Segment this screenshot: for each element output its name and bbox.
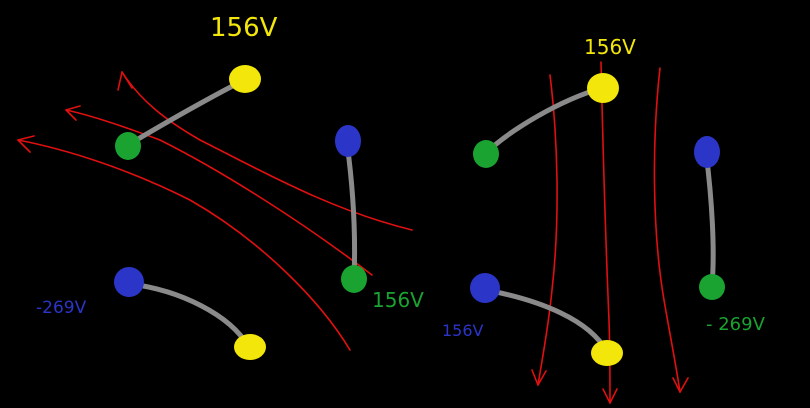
left-yellow-charge-top xyxy=(229,65,261,93)
label-left-green: 156V xyxy=(372,288,424,312)
right-blue-charge-right xyxy=(694,136,720,168)
left-green-charge-right xyxy=(341,265,367,293)
left-field-arrowheads xyxy=(17,71,133,153)
right-field-line-1 xyxy=(537,74,558,386)
right-green-charge-top xyxy=(473,140,499,168)
right-arrowhead-2 xyxy=(602,388,618,404)
right-wire-blue-green xyxy=(703,149,716,289)
left-field-line-3 xyxy=(17,139,351,351)
right-green-charge-right xyxy=(699,274,725,300)
label-right-green: - 269V xyxy=(706,314,766,335)
left-wire-blue-yellow xyxy=(127,281,251,349)
right-blue-charge-bottom xyxy=(470,273,500,303)
left-field-line-1 xyxy=(121,71,413,231)
left-yellow-charge-bottom xyxy=(234,334,266,360)
right-field-arrowheads xyxy=(531,369,689,404)
label-left-top-yellow: 156V xyxy=(210,13,278,43)
left-field-lines xyxy=(17,71,413,351)
left-arrowhead-1 xyxy=(117,71,133,91)
right-field-line-2 xyxy=(600,61,611,404)
right-field-lines xyxy=(537,61,681,404)
left-arrowhead-2 xyxy=(65,105,81,121)
label-left-blue: -269V xyxy=(36,298,87,318)
voltage-labels: 156V 156V -269V 156V 156V - 269V xyxy=(36,13,766,340)
label-right-blue: 156V xyxy=(442,321,484,340)
left-green-charge-top xyxy=(115,132,141,160)
left-field-line-2 xyxy=(65,109,373,276)
right-yellow-charge-bottom xyxy=(591,340,623,366)
right-yellow-charge-top xyxy=(587,73,619,103)
right-arrowhead-1 xyxy=(531,369,547,386)
left-blue-charge-right xyxy=(335,125,361,157)
left-blue-charge-bottom xyxy=(114,267,144,297)
left-arrowhead-3 xyxy=(17,135,35,153)
right-arrowhead-3 xyxy=(672,377,689,393)
label-right-top-yellow: 156V xyxy=(584,35,636,59)
right-field-line-3 xyxy=(653,67,681,393)
charges xyxy=(114,65,725,366)
